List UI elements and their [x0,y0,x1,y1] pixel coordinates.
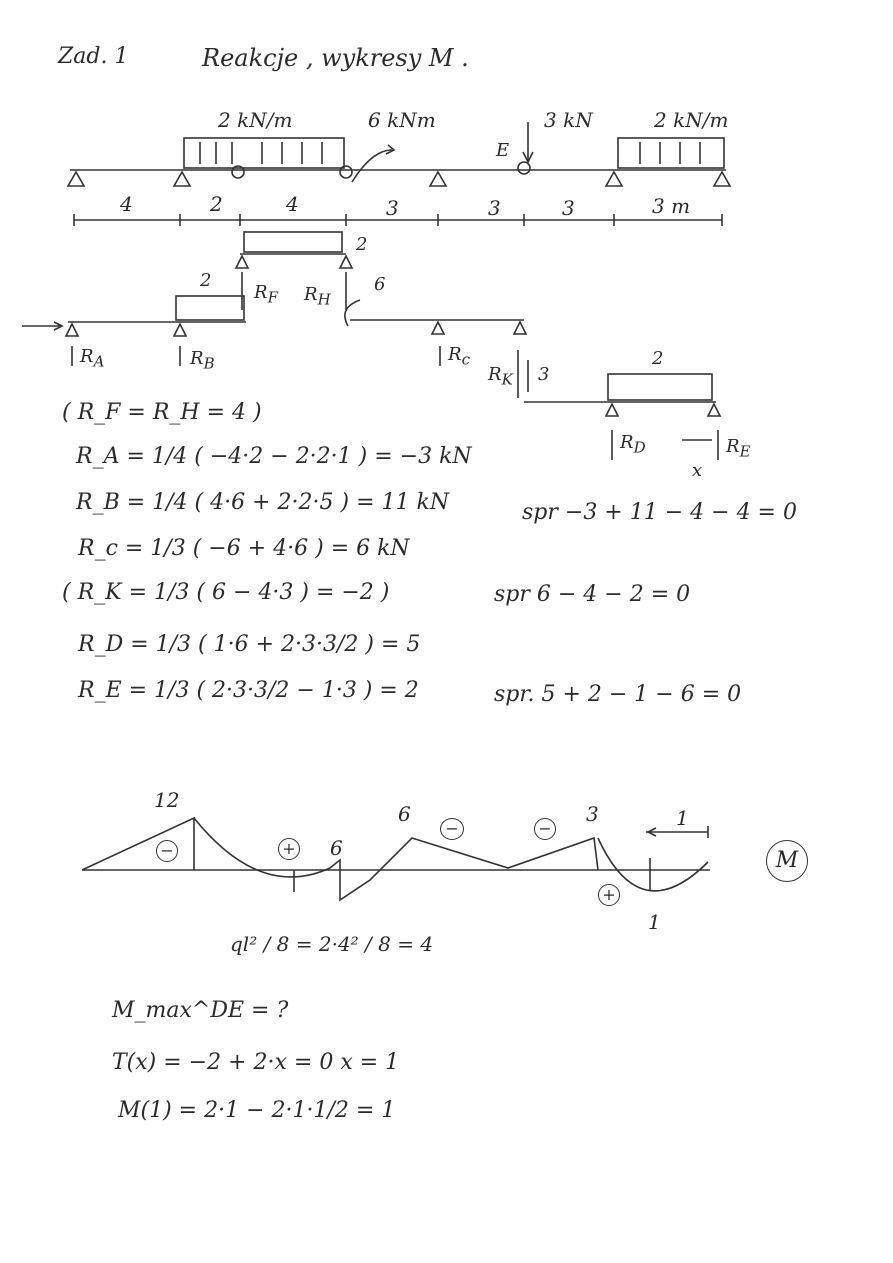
span-3: 4 [286,192,299,216]
q-load-right [617,137,725,169]
label-q-left: 2 kN/m [218,108,293,132]
middle-q-load [243,231,343,253]
span-4: 3 [386,196,399,220]
shear-equation: T(x) = −2 + 2·x = 0 x = 1 [112,1050,400,1075]
support-b [172,170,192,187]
label-rk: RK [488,364,513,389]
moment-arc [351,149,393,183]
label-rc: Rc [448,344,470,369]
hinge-1 [231,165,245,179]
q-load-left [183,137,345,169]
eq-re: R_E = 1/3 ( 2·3·3/2 − 1·3 ) = 2 [78,678,419,703]
support-c [428,170,448,187]
label-rb: RB [190,348,215,373]
eq-ra: R_A = 1/4 ( −4·2 − 2·2·1 ) = −3 kN [76,444,472,469]
m-value-1b: 1 [648,910,661,934]
hinge-3 [517,161,531,175]
label-moment: 6 kNm [368,108,436,132]
span-5: 3 [488,196,501,220]
m-sign-plus-1: + [278,838,300,860]
support-e [712,170,732,187]
eq-rf-rh: ( R_F = R_H = 4 ) [62,400,262,425]
label-moment6: 6 [374,274,386,295]
moment-at-1: M(1) = 2·1 − 2·1·1/2 = 1 [118,1098,396,1123]
task-subtitle: Reakcje , wykresy M . [202,44,469,72]
mmax-question: M_max^DE = ? [112,998,289,1023]
label-force: 3 kN [544,108,593,132]
check-3: spr. 5 + 2 − 1 − 6 = 0 [494,682,742,707]
label-rd: RD [620,432,646,457]
task-title: Zad. 1 [58,44,129,69]
support-d [604,170,624,187]
label-point-e: E [496,140,510,161]
m-diagram-tag: M [766,840,808,882]
span-6: 3 [562,196,575,220]
label-q-mid: 2 [200,270,212,291]
m-value-6b: 6 [330,836,343,860]
label-q-right: 2 kN/m [654,108,729,132]
m-sign-plus-2: + [598,884,620,906]
label-rf: RF [254,282,278,307]
m-value-1: 1 [676,806,689,830]
support-a [66,170,86,187]
ql-equation: ql² / 8 = 2·4² / 8 = 4 [230,932,434,956]
m-value-3: 3 [586,802,599,826]
label-q-top-right: 2 [356,234,368,255]
m-sign-minus-2: − [440,818,464,840]
m-sign-minus-3: − [534,818,556,840]
m-curve-3 [597,837,709,892]
hinge-2 [339,165,353,179]
span-2: 2 [210,192,223,216]
span-1: 4 [120,192,133,216]
label-rh: RH [304,284,331,309]
label-x: x [692,460,703,481]
m-sign-minus-1: − [156,840,178,862]
check-2: spr 6 − 4 − 2 = 0 [494,582,691,607]
m-curve-2 [193,817,599,902]
span-7: 3 m [652,194,691,218]
m-value-12: 12 [154,788,180,812]
label-three: 3 [538,364,550,385]
label-re: RE [726,436,751,461]
eq-rk: ( R_K = 1/3 ( 6 − 4·3 ) = −2 ) [62,580,390,605]
eq-rd: R_D = 1/3 ( 1·6 + 2·3·3/2 ) = 5 [78,632,421,657]
eq-rb: R_B = 1/4 ( 4·6 + 2·2·5 ) = 11 kN [76,490,450,515]
check-1: spr −3 + 11 − 4 − 4 = 0 [522,500,797,525]
label-q-right-small: 2 [652,348,664,369]
m-curve-1 [81,816,195,871]
m-value-6a: 6 [398,802,411,826]
eq-rc: R_c = 1/3 ( −6 + 4·6 ) = 6 kN [78,536,410,561]
label-ra: RA [80,346,105,371]
